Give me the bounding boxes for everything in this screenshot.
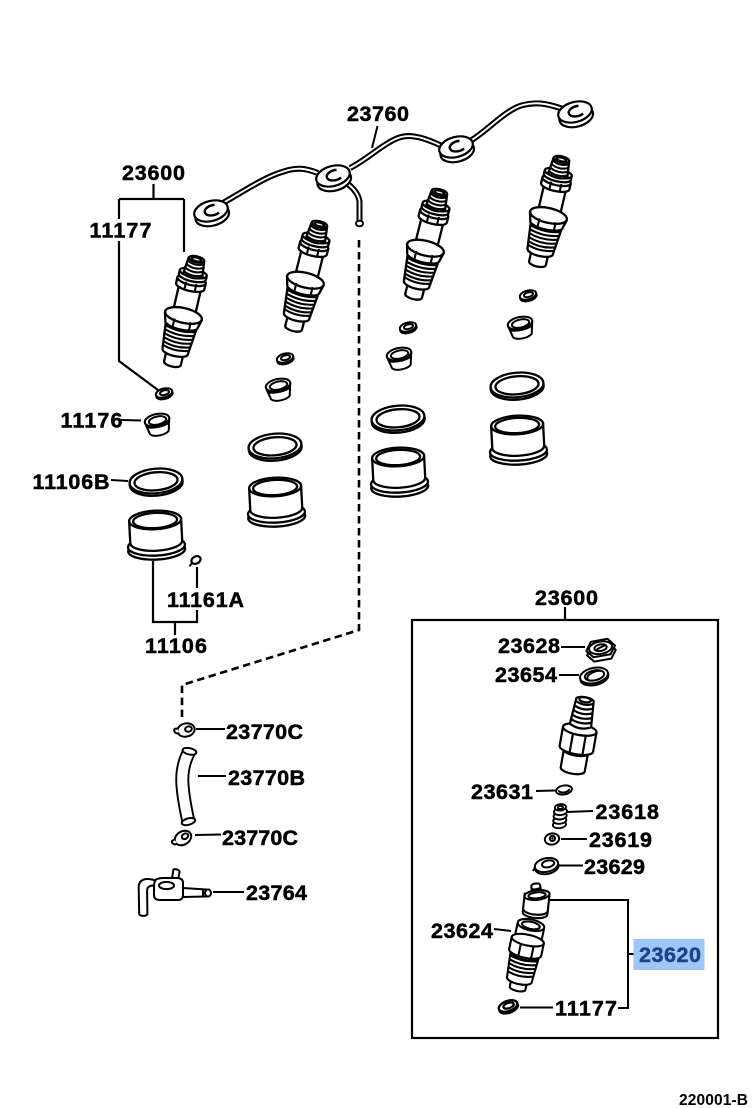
svg-text:11106B: 11106B [33,470,110,494]
svg-text:23628: 23628 [498,634,560,658]
svg-text:23620: 23620 [639,943,701,967]
svg-text:23760: 23760 [347,102,409,126]
svg-text:23770C: 23770C [222,826,298,850]
svg-text:23631: 23631 [471,780,533,804]
svg-text:23600: 23600 [535,586,598,610]
svg-text:11177: 11177 [90,219,152,243]
svg-text:23629: 23629 [584,855,645,879]
svg-text:23600: 23600 [122,161,185,185]
svg-text:11177: 11177 [555,997,617,1021]
svg-text:23618: 23618 [596,800,660,824]
svg-text:23764: 23764 [246,881,307,905]
svg-text:11161A: 11161A [167,588,244,612]
svg-text:220001-B: 220001-B [679,1092,748,1108]
svg-text:23619: 23619 [589,828,652,852]
svg-text:23770B: 23770B [228,766,305,790]
svg-text:11106: 11106 [145,634,207,658]
svg-text:23624: 23624 [431,919,493,943]
svg-text:23770C: 23770C [226,720,303,744]
svg-text:11176: 11176 [61,409,123,433]
svg-text:23654: 23654 [495,663,557,687]
